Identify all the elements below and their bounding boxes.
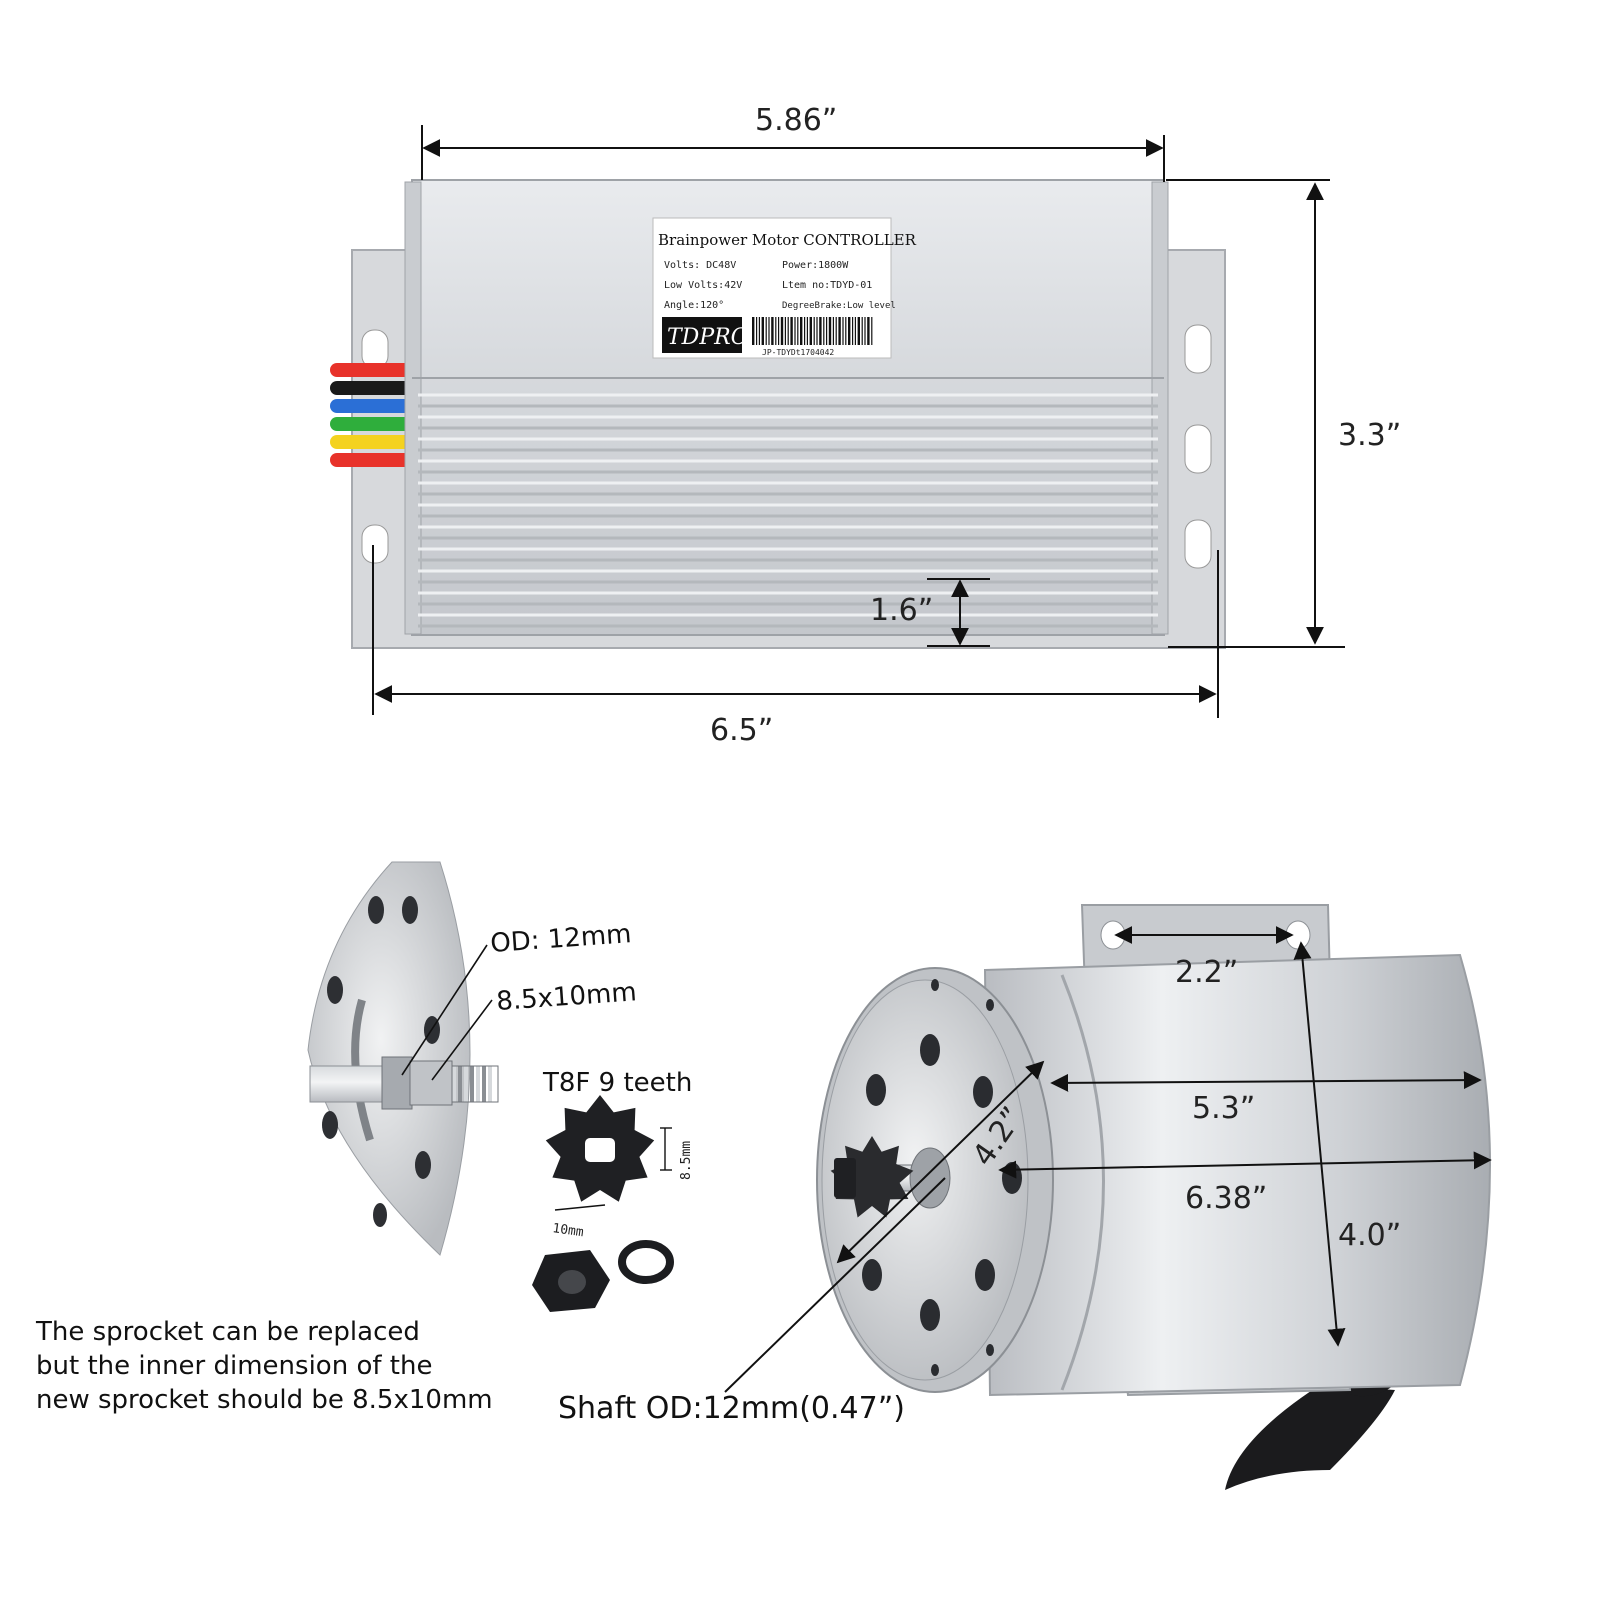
face-holes xyxy=(322,896,440,1227)
controller-label-serial: JP-TDYDt1704042 xyxy=(762,348,834,357)
dim-motor-overall-length: 6.38” xyxy=(1185,1181,1267,1216)
controller-fins xyxy=(418,393,1158,628)
controller-wire xyxy=(330,453,420,467)
dim-controller-fin-height: 1.6” xyxy=(870,593,933,628)
label-od: OD: 12mm xyxy=(489,919,632,959)
controller-wire xyxy=(330,399,420,413)
shaft-keyed-section xyxy=(409,1060,453,1106)
controller-end-cap-left xyxy=(404,181,422,635)
controller-label-title: Brainpower Motor CONTROLLER xyxy=(658,231,917,249)
spring-washer xyxy=(618,1240,674,1284)
dim-controller-width-top: 5.86” xyxy=(755,103,837,138)
nut xyxy=(532,1250,610,1312)
sprocket-note: The sprocket can be replaced but the inn… xyxy=(35,1317,493,1415)
dim-controller-width-bottom: 6.5” xyxy=(710,713,773,748)
controller-label-degree-brake: DegreeBrake:Low level xyxy=(782,301,896,311)
controller-label-sticker: Brainpower Motor CONTROLLER Volts: DC48V… xyxy=(652,217,917,359)
sprocket xyxy=(545,1095,655,1202)
controller-illustration: Brainpower Motor CONTROLLER Volts: DC48V… xyxy=(330,103,1401,748)
controller-label-item-no: Ltem no:TDYD-01 xyxy=(782,280,872,291)
barcode xyxy=(752,317,873,345)
controller-dimensions xyxy=(372,125,1345,718)
controller-wire xyxy=(330,363,420,377)
controller-wire xyxy=(330,381,420,395)
mount-slot xyxy=(361,329,389,369)
controller-wires xyxy=(330,363,420,467)
controller-wire xyxy=(330,417,420,431)
motor-cable xyxy=(1225,1385,1395,1490)
motor-nut xyxy=(834,1158,856,1198)
mount-slot xyxy=(1184,324,1212,374)
shaft-detail-illustration: OD: 12mm 8.5x10mm T8F 9 teeth 8.5mm 10mm… xyxy=(35,861,694,1415)
motor-illustration: 2.2” 5.3” 6.38” 4.0” 4.2” Shaft OD:12mm(… xyxy=(558,904,1492,1490)
note-line-1: The sprocket can be replaced xyxy=(35,1317,420,1347)
motor-body xyxy=(983,953,1491,1397)
mount-slot xyxy=(361,524,389,564)
controller-label-volts: Volts: DC48V xyxy=(664,260,736,271)
controller-label-angle: Angle:120° xyxy=(664,300,724,311)
dim-motor-mount-height: 4.0” xyxy=(1338,1218,1401,1253)
shaft-od-label: Shaft OD:12mm(0.47”) xyxy=(558,1391,905,1426)
sprocket-width-label: 10mm xyxy=(551,1221,584,1240)
brand-logo-text: TDPRO xyxy=(667,325,749,350)
shaft-collar xyxy=(381,1056,413,1110)
note-line-2: but the inner dimension of the xyxy=(36,1351,432,1381)
dim-motor-body-length: 5.3” xyxy=(1192,1091,1255,1126)
dim-motor-mount-spacing: 2.2” xyxy=(1175,955,1238,990)
dim-controller-height: 3.3” xyxy=(1338,418,1401,453)
controller-label-power: Power:1800W xyxy=(782,260,849,271)
sprocket-title: T8F 9 teeth xyxy=(542,1068,692,1098)
motor-dimensions xyxy=(724,926,1492,1393)
controller-end-cap-right xyxy=(1151,181,1169,635)
brand-logo xyxy=(662,317,742,353)
note-line-3: new sprocket should be 8.5x10mm xyxy=(36,1385,493,1415)
controller-label-low-volts: Low Volts:42V xyxy=(664,280,742,291)
mount-slot xyxy=(1184,424,1212,474)
mount-slot xyxy=(1184,519,1212,569)
label-inner-dimension: 8.5x10mm xyxy=(495,977,637,1017)
shaft-thread xyxy=(451,1065,499,1103)
sprocket-height-label: 8.5mm xyxy=(679,1141,694,1180)
controller-wire xyxy=(330,435,420,449)
